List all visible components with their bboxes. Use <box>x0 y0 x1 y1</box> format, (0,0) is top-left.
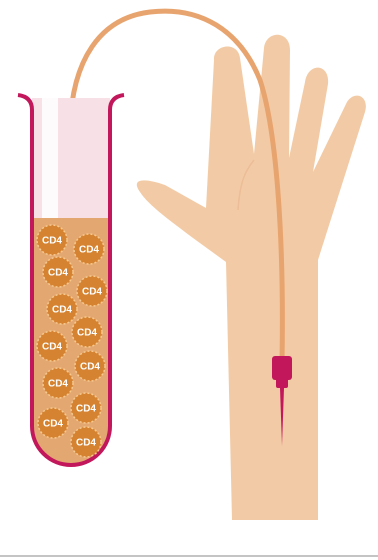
cd4-cell: CD4 <box>71 427 101 457</box>
cd4-cell-label: CD4 <box>76 438 96 449</box>
tube-highlight <box>42 98 58 218</box>
cd4-cell-label: CD4 <box>76 404 96 415</box>
cd4-cell: CD4 <box>47 294 77 324</box>
needle-collar <box>276 378 288 388</box>
needle-hub <box>272 356 292 380</box>
cd4-cell-label: CD4 <box>48 268 68 279</box>
cd4-cell: CD4 <box>72 317 102 347</box>
cd4-cell-label: CD4 <box>82 287 102 298</box>
cd4-cell: CD4 <box>43 368 73 398</box>
cd4-cell-label: CD4 <box>80 362 100 373</box>
cd4-cell: CD4 <box>77 276 107 306</box>
cd4-cell: CD4 <box>38 408 68 438</box>
cd4-cell-label: CD4 <box>42 342 62 353</box>
cd4-cell: CD4 <box>37 331 67 361</box>
cd4-cell: CD4 <box>43 257 73 287</box>
cd4-cell-label: CD4 <box>77 328 97 339</box>
cd4-cell-label: CD4 <box>79 245 99 256</box>
cd4-cell: CD4 <box>37 225 67 255</box>
cd4-cell-label: CD4 <box>43 419 63 430</box>
cd4-cell: CD4 <box>75 351 105 381</box>
arm-hand-shape <box>137 35 366 520</box>
cd4-cell-label: CD4 <box>52 305 72 316</box>
cd4-cell: CD4 <box>74 234 104 264</box>
cd4-cell-label: CD4 <box>48 379 68 390</box>
cd4-cell-label: CD4 <box>42 236 62 247</box>
arm-icon <box>137 35 366 520</box>
cd4-cell: CD4 <box>71 393 101 423</box>
